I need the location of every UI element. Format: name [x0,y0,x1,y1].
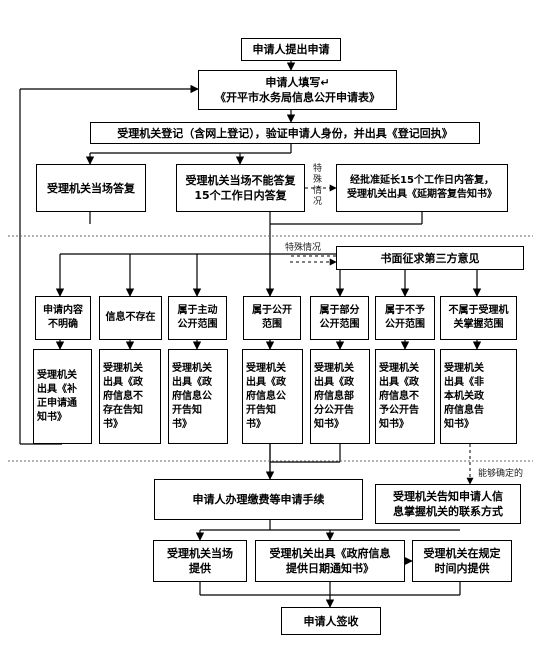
third-party-label: 书面征求第三方意见 [380,251,480,265]
notice-partial-public: 受理机关 出具《政 府信息部 分公开告 知书》 [310,349,370,444]
provide-in-time-label: 受理机关在规定 时间内提供 [423,547,501,575]
fees-box: 申请人办理缴费等申请手续 [154,479,363,520]
fill-form-label: 申请人填写↵ 《开平市水务局信息公开申请表》 [215,76,380,104]
category-not-exist: 信息不存在 [99,296,162,340]
fees-label: 申请人办理缴费等申请手续 [192,493,325,506]
sign-label: 申请人签收 [303,614,359,628]
start-label: 申请人提出申请 [252,43,330,56]
category-label: 信息不存在 [105,312,156,323]
provide-on-spot-box: 受理机关当场 提供 [153,540,247,582]
category-not-public: 属于不予 公开范围 [375,296,435,340]
inform-contact-box: 受理机关告知申请人信 息掌握机关的联系方式 [375,484,521,524]
notice-label: 受理机关 出具《政 府信息公 开告知 书》 [172,362,212,430]
reply-on-spot-label: 受理机关当场答复 [47,181,135,195]
notice-active-public: 受理机关 出具《政 府信息公 开告知 书》 [168,349,228,444]
category-label: 属于不予 公开范围 [385,305,425,330]
category-active-public: 属于主动 公开范围 [168,296,227,340]
reply-15days-label: 受理机关当场不能答复 15个工作日内答复 [185,174,296,202]
special-note-2: 特殊情况 [285,243,322,253]
determinable-note: 能够确定的 [478,469,524,479]
notice-not-exist: 受理机关 出具《政 府信息不 存在告知 书》 [99,349,161,444]
notice-label: 受理机关 出具《非 本机关政 府信息告 知书》 [444,362,484,430]
sign-box: 申请人签收 [281,607,381,635]
category-partial-public: 属于部分 公开范围 [310,296,369,340]
category-label: 不属于受理机 关掌握范围 [448,305,509,330]
category-unclear: 申请内容 不明确 [35,296,91,340]
category-label: 属于公开 范围 [252,305,292,330]
category-public: 属于公开 范围 [243,296,301,340]
notice-label: 受理机关 出具《政 府信息部 分公开告 知书》 [314,362,354,430]
category-label: 属于部分 公开范围 [319,305,360,330]
third-party-box: 书面征求第三方意见 [336,246,524,270]
extend-label: 经批准延长15个工作日内答复， 受理机关出具《延期答复告知书》 [347,175,497,200]
notice-public: 受理机关 出具《政 府信息公 开告知 书》 [242,349,303,444]
provide-on-spot-label: 受理机关当场 提供 [167,547,233,575]
notice-label: 受理机关 出具《政 府信息不 存在告知 书》 [103,362,143,430]
category-label: 属于主动 公开范围 [177,305,218,330]
register-label: 受理机关登记（含网上登记），验证申请人身份，并出具《登记回执》 [117,126,453,140]
reply-on-spot-box: 受理机关当场答复 [36,164,146,212]
notice-label: 受理机关 出具《政 府信息不 予公开告 知书》 [379,362,419,430]
notice-correction: 受理机关 出具《补 正申请通 知书》 [33,349,92,444]
inform-contact-label: 受理机关告知申请人信 息掌握机关的联系方式 [393,490,503,518]
provide-in-time-box: 受理机关在规定 时间内提供 [412,540,512,582]
notice-out-of-scope: 受理机关 出具《非 本机关政 府信息告 知书》 [440,349,517,444]
start-box: 申请人提出申请 [241,38,341,61]
notice-label: 受理机关 出具《补 正申请通 知书》 [37,369,77,423]
date-notice-box: 受理机关出具《政府信息 提供日期通知书》 [255,540,405,582]
register-box: 受理机关登记（含网上登记），验证申请人身份，并出具《登记回执》 [90,122,480,144]
category-label: 申请内容 不明确 [43,305,83,330]
notice-not-public: 受理机关 出具《政 府信息不 予公开告 知书》 [375,349,435,444]
category-out-of-scope: 不属于受理机 关掌握范围 [440,296,517,340]
special-note-1: 特殊 情况 [313,164,323,207]
notice-label: 受理机关 出具《政 府信息公 开告知 书》 [246,362,286,430]
fill-form-box: 申请人填写↵ 《开平市水务局信息公开申请表》 [198,70,397,110]
date-notice-label: 受理机关出具《政府信息 提供日期通知书》 [269,547,391,575]
extend-box: 经批准延长15个工作日内答复， 受理机关出具《延期答复告知书》 [336,164,508,212]
reply-15days-box: 受理机关当场不能答复 15个工作日内答复 [176,164,305,212]
